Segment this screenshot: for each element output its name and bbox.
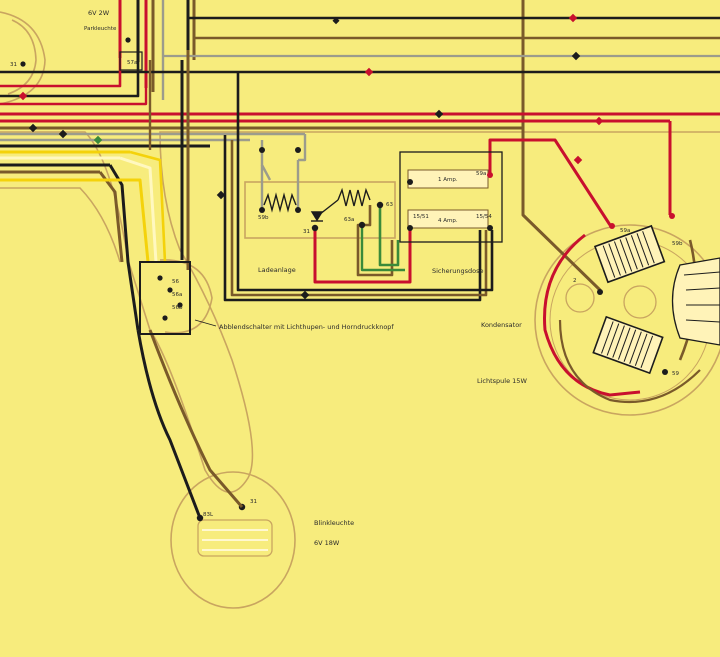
label-t31-top: 31 [10,62,17,68]
ladeanlage-components [263,187,371,222]
label-t59a-mag: 59a [620,228,630,234]
label-t2: 2 [573,278,577,284]
label-lamp-top: 6V 2W [88,9,110,17]
label-t59: 59 [672,371,679,377]
label-t59a-fuse: 59a [476,171,486,177]
label-lamp-bottom: 6V 18W [314,539,340,547]
label-t15-51: 15/51 [413,214,429,220]
label-t31-bottom: 31 [250,499,257,505]
magneto [565,213,720,375]
label-blinkleuchte: Blinkleuchte [314,519,354,527]
labels: 6V 2W Parkleuchte 57a 31 59b 31 63a 63 L… [10,9,683,547]
label-t59b-left: 59b [258,215,269,221]
label-ladeanlage: Ladeanlage [258,266,296,274]
label-t59b-mag: 59b [672,241,683,247]
label-t56b: 56b [172,305,183,311]
label-t83l: 83L [203,512,214,518]
parkleuchte-terminal [20,37,143,71]
label-fuse-1amp: 1 Amp. [438,177,458,183]
label-lichtspule: Lichtspule 15W [477,377,527,385]
breaker-cam [671,257,720,346]
label-t31-rect: 31 [303,229,310,235]
label-t63: 63 [386,202,393,208]
fuse-box [399,151,503,243]
label-kondensator: Kondensator [481,321,522,329]
ladeanlage-terminals [259,147,384,232]
label-parkleuchte: Parkleuchte [84,26,117,32]
label-abblendschalter: Abblendschalter mit Lichthupen- und Horn… [219,323,394,331]
label-t57a: 57a [127,60,137,66]
label-t15-54: 15/54 [476,214,492,220]
resistor-left [263,192,297,213]
label-sicherungsdose: Sicherungsdose [432,267,484,275]
label-t63a: 63a [344,217,354,223]
wires [0,0,720,519]
label-t56a: 56a [172,292,182,298]
label-t56: 56 [172,279,179,285]
diode-symbol [310,211,324,222]
resistor-right [337,187,371,207]
dimmer-switch [139,261,217,335]
label-fuse-4amp: 4 Amp. [438,218,458,224]
